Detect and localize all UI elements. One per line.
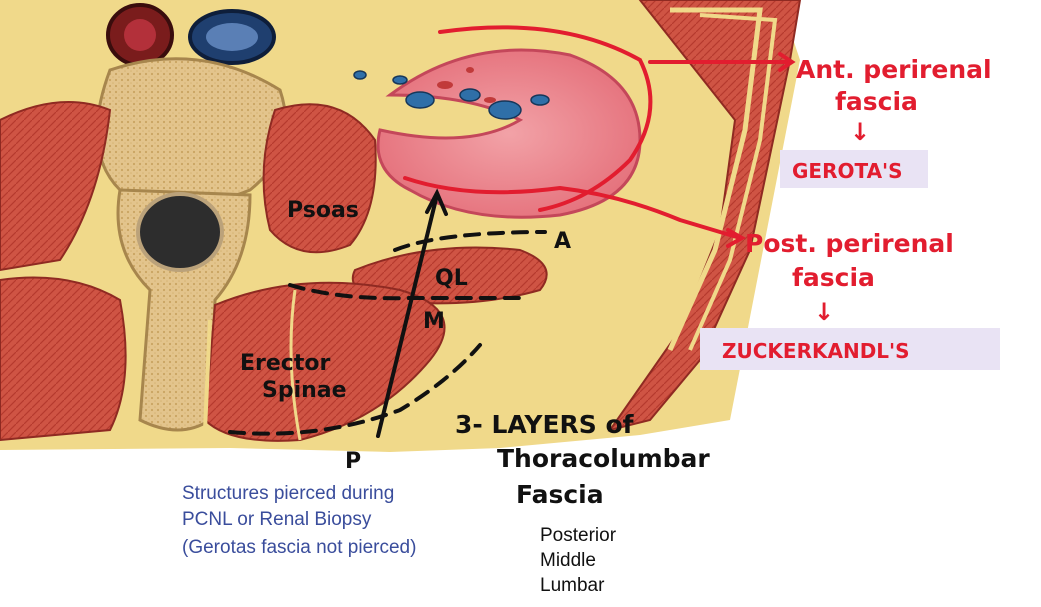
anterior-layer-dashes [393, 230, 547, 252]
needle-track-line [376, 193, 439, 438]
caption-line1: Structures pierced during [182, 483, 395, 504]
vertebral-body [95, 57, 288, 204]
renal-vessels [353, 70, 550, 120]
caption-line2: PCNL or Renal Biopsy [182, 509, 372, 530]
fascia-layer-dashes [228, 230, 547, 436]
psoas-label: Psoas [287, 198, 359, 223]
a-label: A [554, 229, 571, 254]
middle-layer-dashes [288, 283, 527, 301]
spinal-canal [136, 192, 224, 272]
heading-line1: 3- LAYERS of [455, 410, 635, 439]
posterior-fascia-label-line2: fascia [792, 263, 875, 292]
layer-item-middle: Middle [540, 550, 596, 571]
posterior-layer-dashes [228, 343, 482, 436]
m-label: M [423, 309, 445, 334]
anterior-fascia-label-line2: fascia [835, 87, 918, 116]
fascia-annotations [403, 25, 796, 248]
posterior-perirenal-fascia-line [403, 176, 742, 240]
zuckerkandl-highlight [700, 328, 1000, 370]
layer-item-lumbar: Lumbar [540, 575, 605, 596]
caption-line3: (Gerotas fascia not pierced) [182, 537, 417, 558]
heading-line3: Fascia [516, 480, 604, 509]
posterior-arrow-glyph: ↓ [814, 298, 834, 326]
layer-item-posterior: Posterior [540, 525, 617, 546]
anterior-perirenal-fascia-line [438, 25, 653, 212]
erector-label-line1: Erector [240, 351, 330, 376]
caption: Structures pierced during PCNL or Renal … [182, 481, 416, 561]
zuckerkandl-label: ZUCKERKANDL'S [722, 339, 910, 363]
anterior-arrow-glyph: ↓ [850, 118, 870, 146]
heading-line2: Thoracolumbar [497, 444, 710, 473]
gerota-label: GEROTA'S [792, 159, 903, 183]
abdominal-wall-muscle [607, 0, 802, 432]
cross-section-illustration [0, 0, 802, 452]
erector-label-line2: Spinae [262, 378, 347, 403]
gerota-highlight [780, 150, 928, 188]
layers-list: Posterior Middle Lumbar [540, 523, 616, 598]
needle-path [376, 188, 448, 438]
ql-label: QL [435, 266, 468, 291]
left-paraspinal-muscle [0, 101, 112, 272]
anterior-fascia-label-line1: Ant. perirenal [796, 55, 992, 84]
posterior-fascia-label-line1: Post. perirenal [745, 229, 954, 258]
psoas-muscle [262, 103, 377, 254]
p-label: P [345, 449, 361, 474]
kidney [376, 48, 642, 219]
